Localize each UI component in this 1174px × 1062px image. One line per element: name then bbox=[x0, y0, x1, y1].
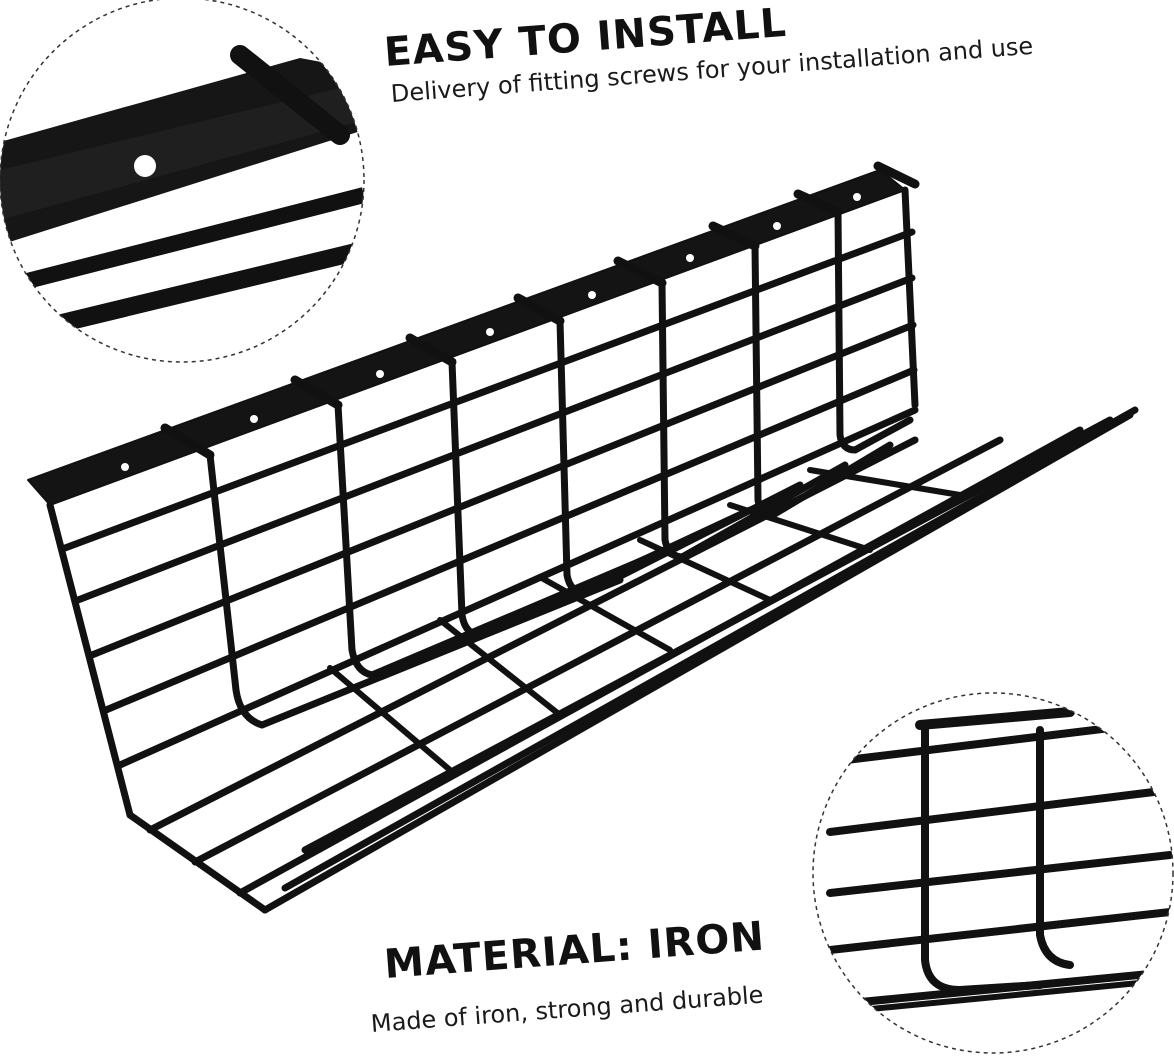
screw-holes bbox=[121, 193, 861, 471]
mounting-detail-callout bbox=[0, 0, 365, 363]
tray-floor bbox=[126, 406, 1139, 914]
screw-hole-detail bbox=[134, 155, 156, 177]
tray-end-detail-callout bbox=[812, 692, 1174, 1054]
wire-tray bbox=[27, 161, 1139, 914]
floor-crossbars bbox=[327, 467, 963, 773]
hanger-tabs bbox=[160, 161, 920, 460]
